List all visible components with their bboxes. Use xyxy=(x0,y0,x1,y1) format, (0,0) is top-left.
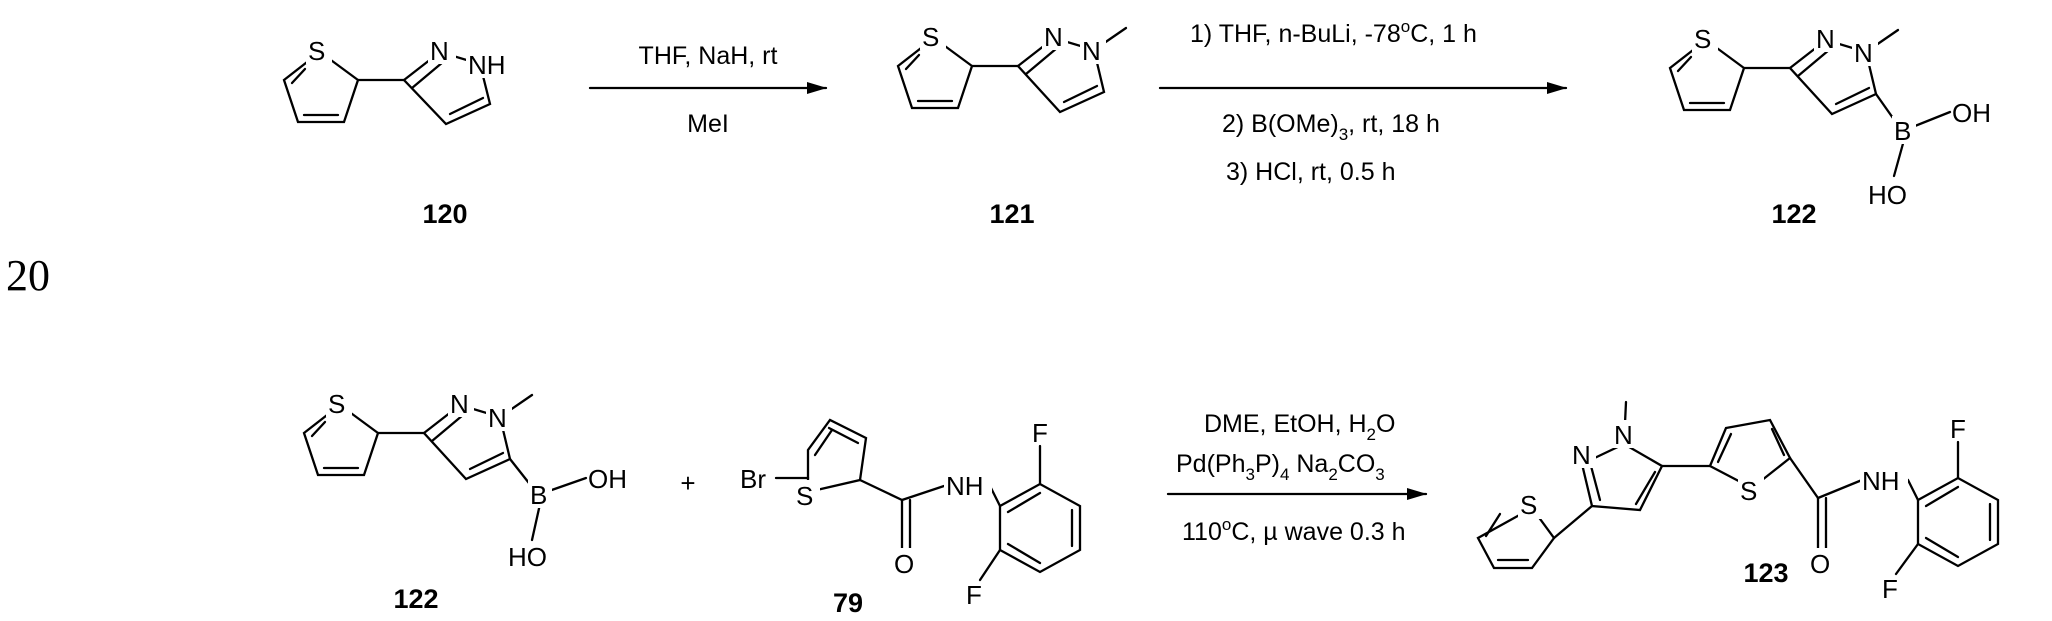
subscript: 3 xyxy=(1245,465,1254,484)
reagent-text: 2) B(OMe)3, rt, 18 h xyxy=(1222,110,1440,144)
atom-label: S xyxy=(328,389,345,419)
reagent-step-1-tail: C, 1 h xyxy=(1410,20,1477,48)
atom-label: Br xyxy=(740,464,766,494)
atom-label: O xyxy=(1810,549,1830,579)
compound-number: 123 xyxy=(1743,558,1788,588)
atom-label: OH xyxy=(588,464,627,494)
atom-label: F xyxy=(1882,574,1898,604)
atom-label: B xyxy=(530,480,547,510)
degree-superscript: o xyxy=(1222,515,1231,534)
atom-label: S xyxy=(308,36,325,66)
reagent-step-2: 2) B(OMe) xyxy=(1222,110,1339,138)
compound-number: 121 xyxy=(989,199,1034,229)
atom-label: HO xyxy=(1868,180,1907,210)
atom-label: HO xyxy=(508,542,547,572)
reagent-line: CO xyxy=(1338,450,1376,478)
atom-label: NH xyxy=(1862,466,1900,496)
compound-number: 122 xyxy=(393,584,438,614)
atom-label: S xyxy=(922,22,939,52)
atom-label: N xyxy=(1854,38,1873,68)
subscript: 2 xyxy=(1328,465,1337,484)
reagent-text: THF, NaH, rt xyxy=(639,42,778,70)
atom-label: F xyxy=(1032,418,1048,448)
reagent-line-tail: C, µ wave 0.3 h xyxy=(1231,518,1405,546)
compound-number: 120 xyxy=(422,199,467,229)
atom-label: N xyxy=(1572,440,1591,470)
reagent-line: 110 xyxy=(1182,518,1222,546)
reagent-text: 1) THF, n-BuLi, -78oC, 1 h xyxy=(1190,17,1477,48)
atom-label: N xyxy=(488,403,507,433)
page-number: 20 xyxy=(6,251,50,300)
compound-123-structure xyxy=(1478,402,1998,578)
atom-label: F xyxy=(1950,414,1966,444)
compound-number: 122 xyxy=(1771,199,1816,229)
atom-label: N xyxy=(1816,24,1835,54)
reagent-text: MeI xyxy=(687,110,729,138)
atom-label: NH xyxy=(946,471,984,501)
reagent-text: Pd(Ph3P)4 Na2CO3 xyxy=(1176,450,1385,484)
atom-label: NH xyxy=(468,50,506,80)
subscript: 4 xyxy=(1280,465,1289,484)
reagent-step-2-tail: , rt, 18 h xyxy=(1348,110,1440,138)
atom-label: O xyxy=(894,549,914,579)
atom-label: F xyxy=(966,580,982,610)
atom-label: S xyxy=(796,481,813,511)
atom-label: S xyxy=(1520,490,1537,520)
reagent-step-1: 1) THF, n-BuLi, -78 xyxy=(1190,20,1401,48)
reagent-text: 110oC, µ wave 0.3 h xyxy=(1182,515,1406,546)
atom-label: N xyxy=(450,389,469,419)
compound-122-structure xyxy=(1670,24,1950,176)
subscript: 3 xyxy=(1339,125,1348,144)
reagent-line: Pd(Ph xyxy=(1176,450,1245,478)
atom-label: N xyxy=(1614,420,1633,450)
plus-sign: + xyxy=(680,468,695,498)
reagent-line: P) xyxy=(1255,450,1280,478)
atom-label: OH xyxy=(1952,98,1991,128)
reagent-line: Na xyxy=(1289,450,1328,478)
reagent-text: 3) HCl, rt, 0.5 h xyxy=(1226,158,1396,186)
reagent-line: DME, EtOH, H xyxy=(1204,410,1367,438)
reagent-text: DME, EtOH, H2O xyxy=(1204,410,1395,444)
reagent-line-tail: O xyxy=(1376,410,1395,438)
atom-label: N xyxy=(430,36,449,66)
atom-label: N xyxy=(1082,36,1101,66)
compound-number: 79 xyxy=(833,588,863,618)
compound-122-structure xyxy=(304,389,586,540)
atom-label: S xyxy=(1694,24,1711,54)
atom-label: N xyxy=(1044,22,1063,52)
degree-superscript: o xyxy=(1401,17,1410,36)
atom-label: B xyxy=(1894,116,1911,146)
subscript: 3 xyxy=(1375,465,1384,484)
subscript: 2 xyxy=(1367,425,1376,444)
atom-label: S xyxy=(1740,476,1757,506)
